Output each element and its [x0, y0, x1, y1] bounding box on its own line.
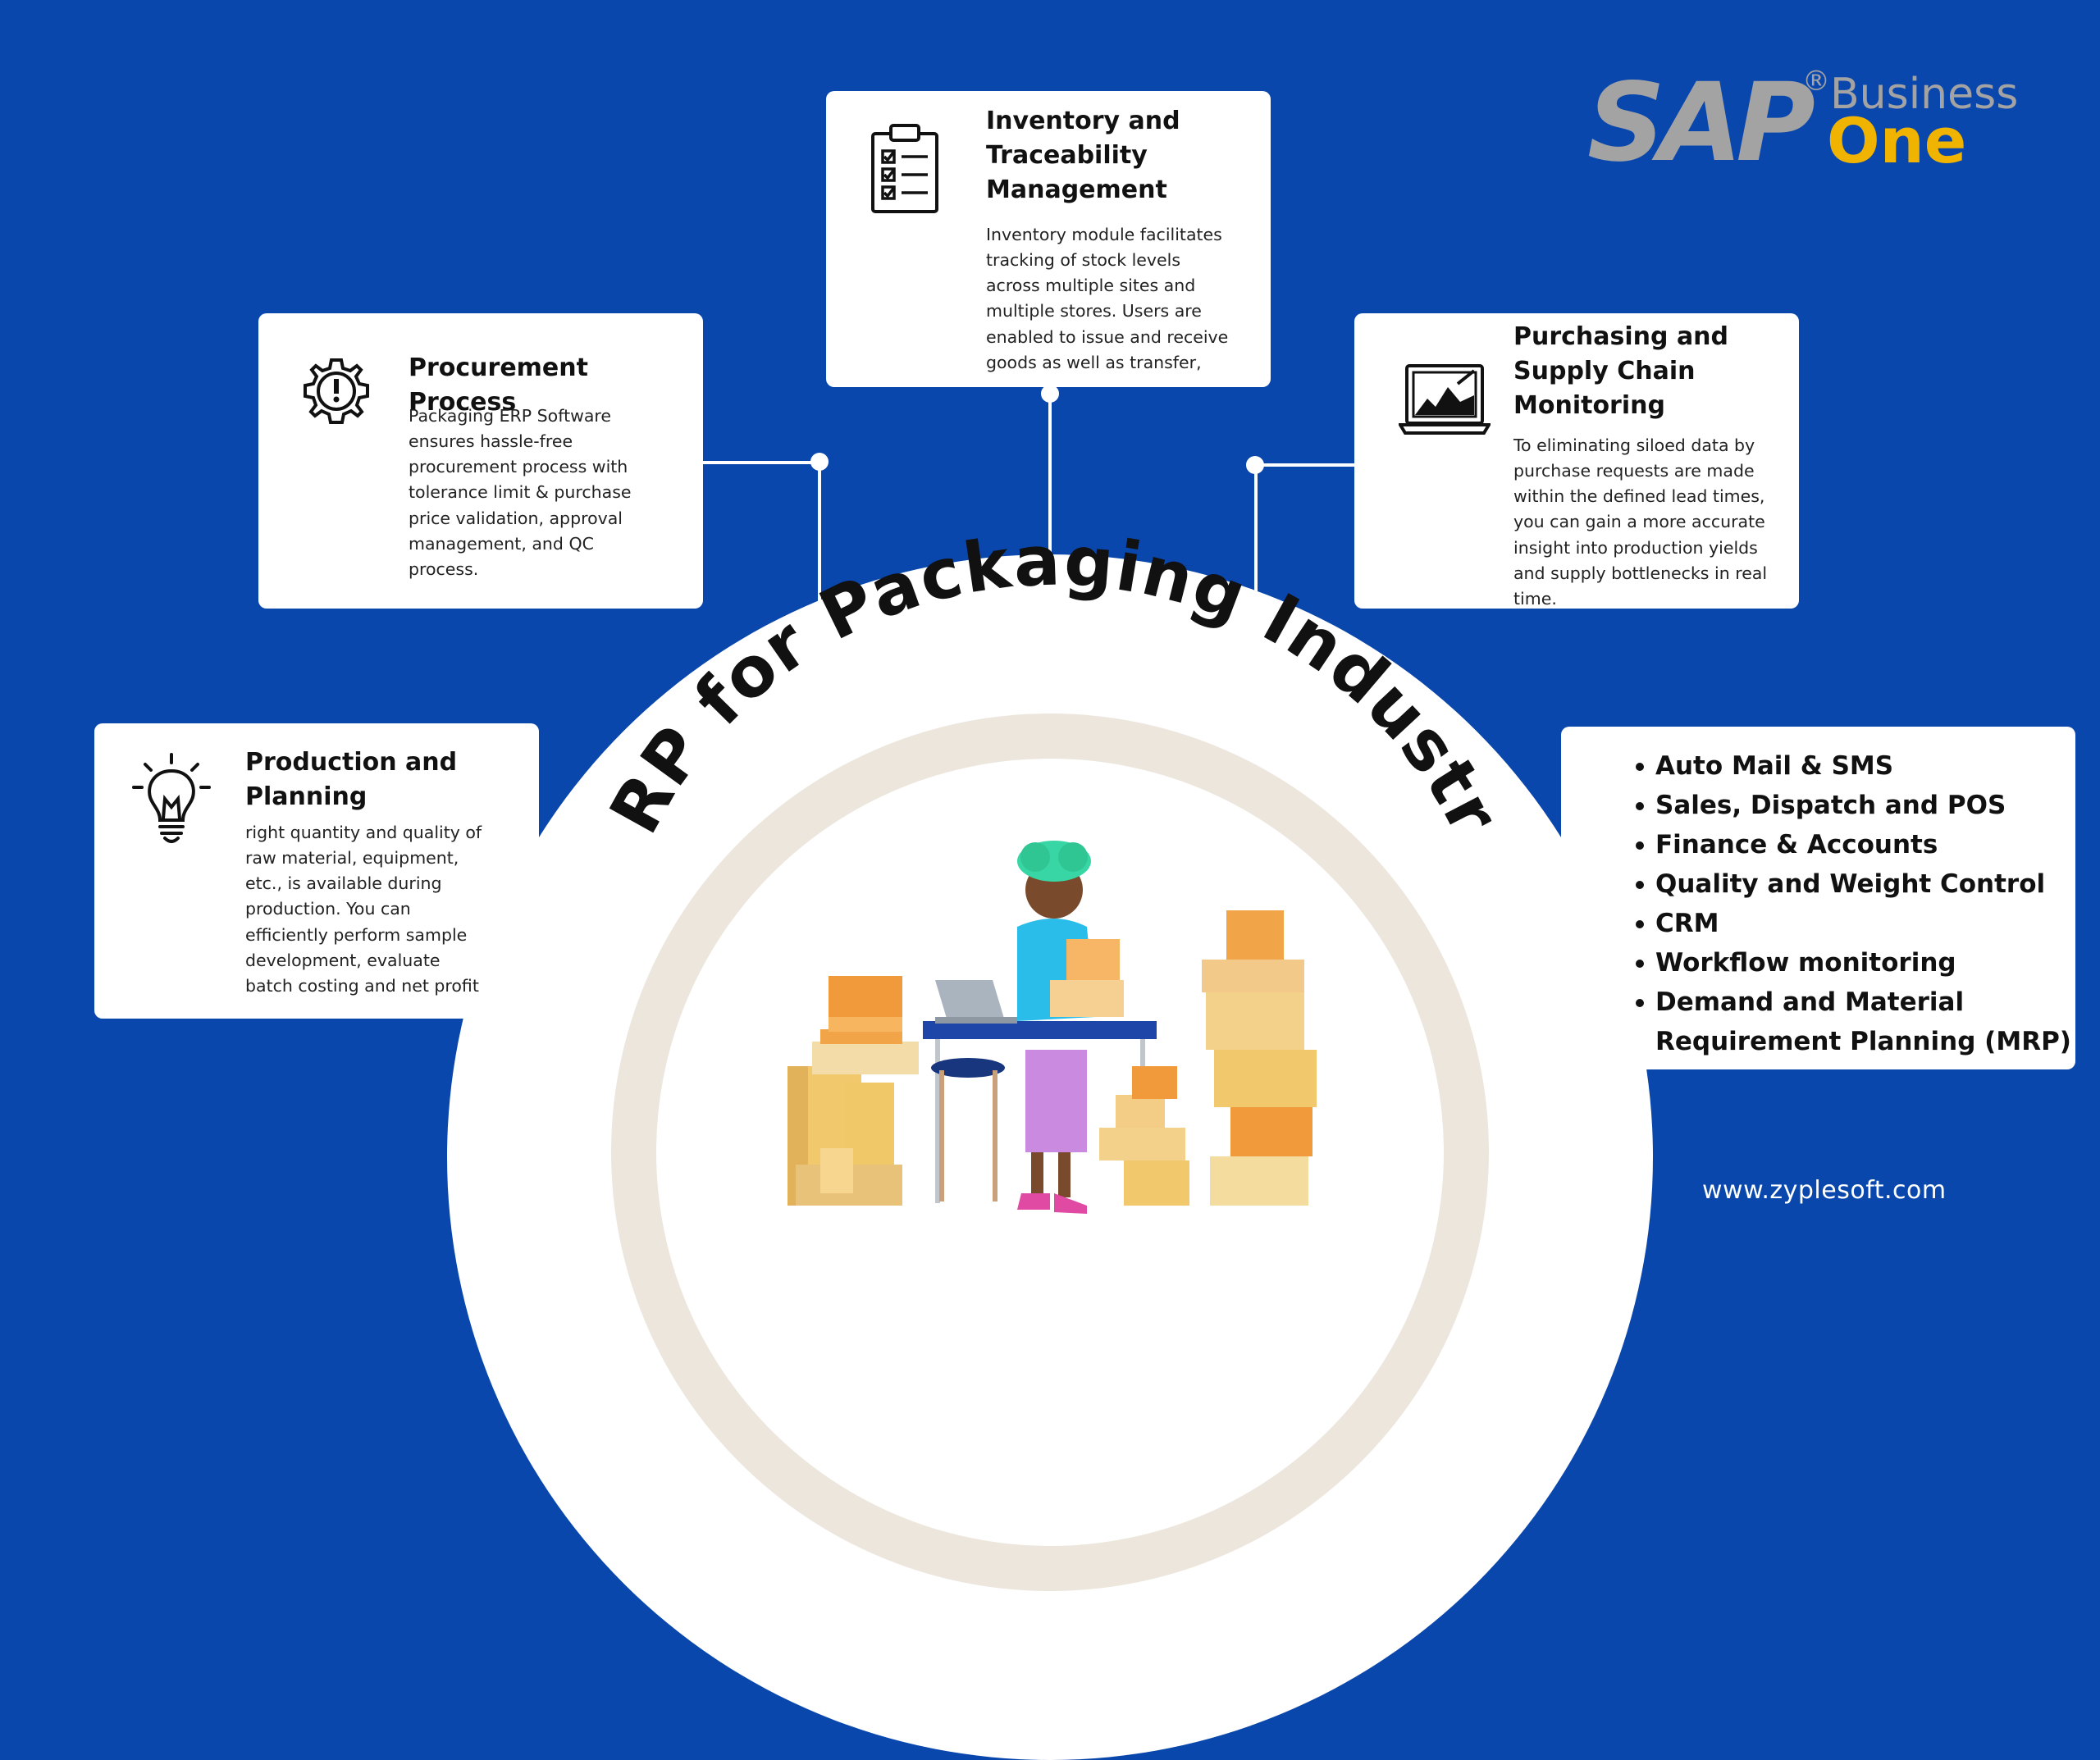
- feature-item: Finance & Accounts: [1632, 825, 2071, 864]
- feature-item-continuation: Requirement Planning (MRP): [1655, 1027, 2071, 1056]
- feature-list: Auto Mail & SMS Sales, Dispatch and POS …: [1632, 746, 2071, 1061]
- feature-item: Sales, Dispatch and POS: [1632, 786, 2071, 825]
- laptop-graph-icon: [1399, 364, 1491, 435]
- procurement-title: Procurement Process: [409, 353, 588, 417]
- sap-logo-one: One: [1827, 104, 1967, 177]
- connector-purchasing-h: [1256, 463, 1356, 467]
- connector-inventory-v: [1048, 390, 1052, 567]
- production-body: right quantity and quality of raw materi…: [245, 823, 482, 996]
- sap-logo-registered: ®: [1802, 65, 1830, 98]
- card-features: [1561, 727, 2075, 1069]
- gear-alert-icon: [304, 358, 369, 424]
- person-packing-boxes-illustration: [788, 841, 1317, 1214]
- feature-item: Auto Mail & SMS: [1632, 746, 2071, 786]
- card-procurement: Procurement Process Packaging ERP Softwa…: [258, 313, 703, 609]
- lightbulb-icon: [132, 753, 211, 843]
- website-url[interactable]: www.zyplesoft.com: [1702, 1176, 1947, 1205]
- purchasing-body: To eliminating siloed data by purchase r…: [1513, 435, 1768, 609]
- feature-item: Workflow monitoring: [1632, 943, 2071, 983]
- feature-item: Quality and Weight Control: [1632, 864, 2071, 904]
- card-inventory: Inventory and Traceability Management In…: [826, 91, 1271, 387]
- sap-logo-business: Business: [1830, 70, 2019, 119]
- procurement-body: Packaging ERP Software ensures hassle-fr…: [409, 406, 632, 579]
- connector-purchasing-v: [1254, 465, 1258, 596]
- card-purchasing: Purchasing and Supply Chain Monitoring T…: [1354, 313, 1799, 609]
- connector-purchasing-dot: [1246, 456, 1264, 474]
- connector-procurement-h: [701, 461, 820, 464]
- feature-item: CRM: [1632, 904, 2071, 943]
- production-title: Production and Planning: [245, 748, 458, 811]
- card-production: Production and Planning right quantity a…: [94, 723, 539, 1019]
- connector-procurement-dot: [810, 453, 829, 471]
- sap-logo-main: SAP: [1587, 60, 1815, 186]
- checklist-clipboard-icon: [871, 124, 938, 213]
- feature-item: Demand and Material: [1632, 983, 2071, 1022]
- inventory-title: Inventory and Traceability Management: [986, 107, 1180, 204]
- connector-procurement-v: [818, 463, 821, 602]
- purchasing-title: Purchasing and Supply Chain Monitoring: [1513, 322, 1729, 420]
- connector-inventory-dot: [1041, 385, 1059, 403]
- inventory-body: Inventory module facilitates tracking of…: [986, 225, 1229, 372]
